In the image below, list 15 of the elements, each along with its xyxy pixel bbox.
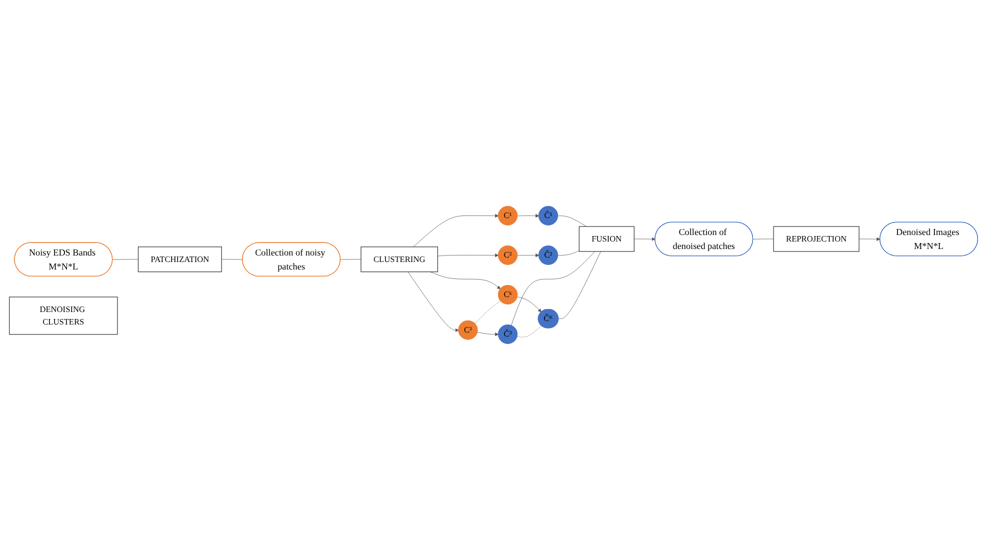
connector — [112, 259, 138, 260]
node-box: REPROJECTION — [773, 226, 860, 252]
node-box: FUSION — [578, 226, 634, 252]
connector — [517, 326, 542, 338]
connector — [558, 250, 580, 256]
node-box: PATCHIZATION — [138, 246, 222, 272]
node-box: CLUSTERING — [360, 246, 438, 272]
connector — [752, 238, 774, 240]
connector — [558, 251, 601, 320]
node-box: DENOISING CLUSTERS — [9, 296, 118, 335]
connector — [510, 251, 596, 326]
connector — [558, 216, 587, 227]
connector — [474, 300, 501, 324]
connector — [221, 259, 243, 260]
connector — [340, 259, 362, 260]
